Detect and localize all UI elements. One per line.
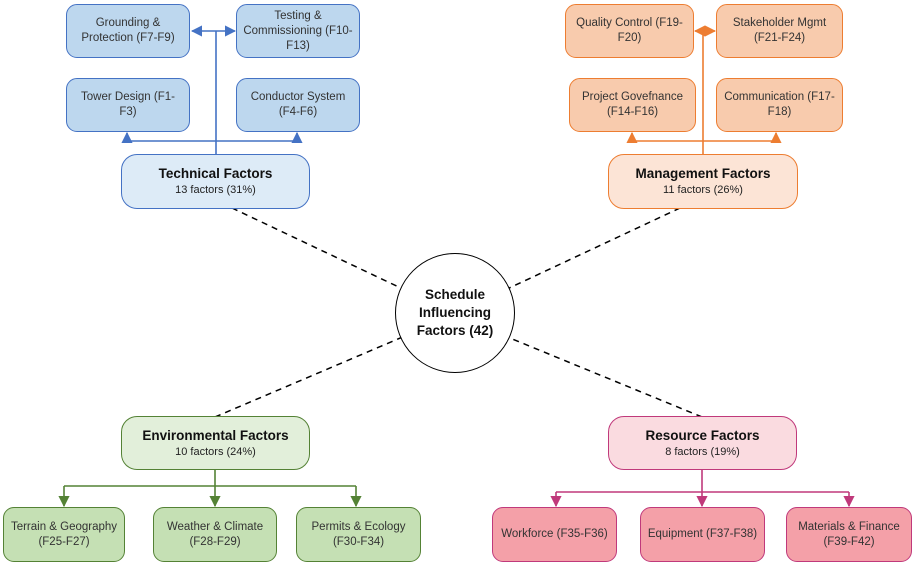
- node-workforce: Workforce (F35-F36): [492, 507, 617, 562]
- node-label: Workforce (F35-F36): [501, 528, 608, 540]
- node-label: Grounding & Protection (F7-F9): [81, 17, 175, 44]
- center-label: Schedule Influencing Factors (42): [416, 287, 494, 338]
- node-environmental-factors: Environmental Factors 10 factors (24%): [121, 416, 310, 470]
- node-technical-factors: Technical Factors 13 factors (31%): [121, 154, 310, 209]
- node-permits-ecology: Permits & Ecology (F30-F34): [296, 507, 421, 562]
- node-conductor-system: Conductor System (F4-F6): [236, 78, 360, 132]
- node-weather-climate: Weather & Climate (F28-F29): [153, 507, 277, 562]
- node-label: Equipment (F37-F38): [647, 528, 758, 540]
- group-title: Environmental Factors: [142, 427, 289, 443]
- group-title: Resource Factors: [645, 427, 760, 443]
- node-tower-design: Tower Design (F1-F3): [66, 78, 190, 132]
- group-title: Technical Factors: [158, 166, 273, 181]
- node-label: Quality Control (F19-F20): [576, 17, 683, 44]
- node-schedule-influencing-factors: Schedule Influencing Factors (42): [395, 253, 515, 373]
- node-stakeholder-mgmt: Stakeholder Mgmt (F21-F24): [716, 4, 843, 58]
- node-label: Stakeholder Mgmt (F21-F24): [732, 17, 827, 44]
- node-terrain-geography: Terrain & Geography (F25-F27): [3, 507, 125, 562]
- node-quality-control: Quality Control (F19-F20): [565, 4, 694, 58]
- link-management: [504, 207, 681, 291]
- group-count: 8 factors (19%): [665, 445, 740, 458]
- node-testing-commissioning: Testing & Commissioning (F10-F13): [236, 4, 360, 58]
- node-project-governance: Project Govefnance (F14-F16): [569, 78, 696, 132]
- node-management-factors: Management Factors 11 factors (26%): [608, 154, 798, 209]
- group-count: 10 factors (24%): [175, 445, 256, 458]
- node-label: Permits & Ecology (F30-F34): [311, 520, 406, 548]
- node-label: Communication (F17-F18): [724, 91, 835, 118]
- node-resource-factors: Resource Factors 8 factors (19%): [608, 416, 797, 470]
- node-label: Tower Design (F1-F3): [81, 91, 175, 118]
- node-label: Project Govefnance (F14-F16): [581, 91, 683, 118]
- link-environmental: [214, 335, 406, 418]
- node-communication: Communication (F17-F18): [716, 78, 843, 132]
- link-resource: [504, 335, 703, 418]
- node-label: Materials & Finance (F39-F42): [798, 520, 900, 548]
- group-count: 13 factors (31%): [175, 184, 256, 196]
- node-label: Terrain & Geography (F25-F27): [10, 520, 118, 548]
- node-label: Conductor System (F4-F6): [250, 91, 346, 118]
- node-label: Testing & Commissioning (F10-F13): [243, 9, 353, 52]
- node-materials-finance: Materials & Finance (F39-F42): [786, 507, 912, 562]
- link-technical: [231, 207, 406, 291]
- node-grounding-protection: Grounding & Protection (F7-F9): [66, 4, 190, 58]
- group-title: Management Factors: [635, 166, 771, 181]
- group-count: 11 factors (26%): [663, 184, 743, 196]
- node-label: Weather & Climate (F28-F29): [166, 520, 264, 548]
- node-equipment: Equipment (F37-F38): [640, 507, 765, 562]
